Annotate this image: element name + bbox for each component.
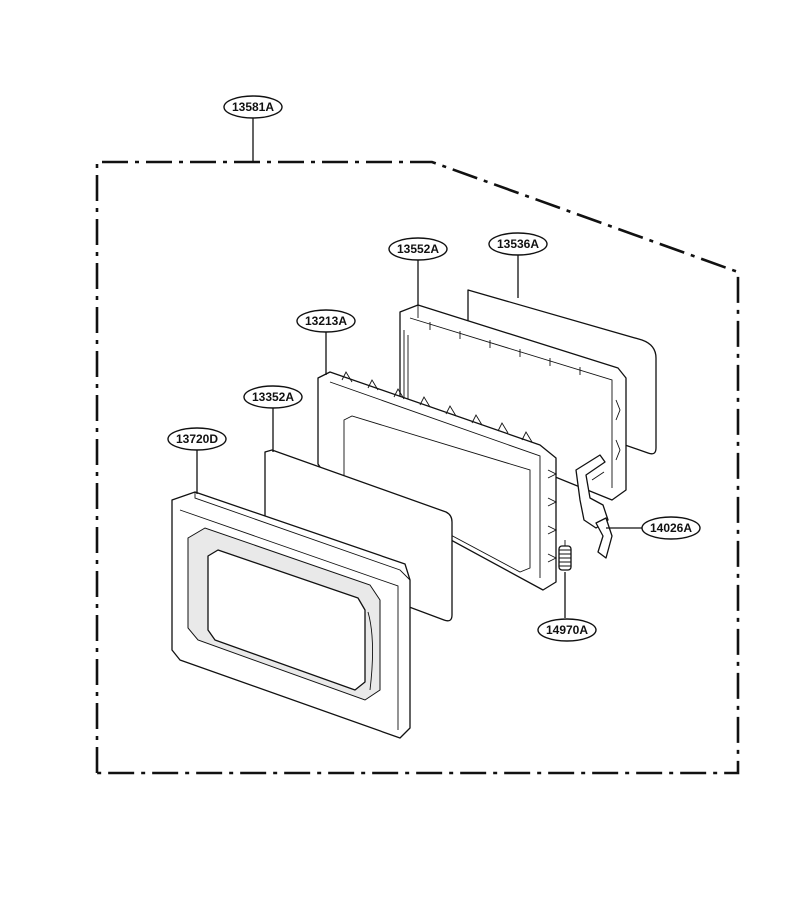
callout-13536A: 13536A: [488, 232, 548, 256]
callout-13720D-label: 13720D: [176, 432, 218, 446]
callout-14970A-label: 14970A: [546, 623, 588, 637]
callout-14970A: 14970A: [537, 618, 597, 642]
callout-13581A: 13581A: [223, 95, 283, 119]
door-latch: [575, 454, 613, 559]
callout-14026A-label: 14026A: [650, 521, 692, 535]
assembly-boundary: [95, 160, 740, 775]
callout-13352A-label: 13352A: [252, 390, 294, 404]
callout-13552A: 13552A: [388, 237, 448, 261]
callout-14026A: 14026A: [641, 516, 701, 540]
door-front-frame: [171, 491, 411, 739]
callout-13536A-label: 13536A: [497, 237, 539, 251]
callout-13552A-label: 13552A: [397, 242, 439, 256]
latch-spring: [558, 540, 572, 571]
callout-13720D: 13720D: [167, 427, 227, 451]
callout-13352A: 13352A: [243, 385, 303, 409]
callout-13213A: 13213A: [296, 309, 356, 333]
callout-13581A-label: 13581A: [232, 100, 274, 114]
callout-13213A-label: 13213A: [305, 314, 347, 328]
choke-inner-door: [317, 371, 558, 591]
